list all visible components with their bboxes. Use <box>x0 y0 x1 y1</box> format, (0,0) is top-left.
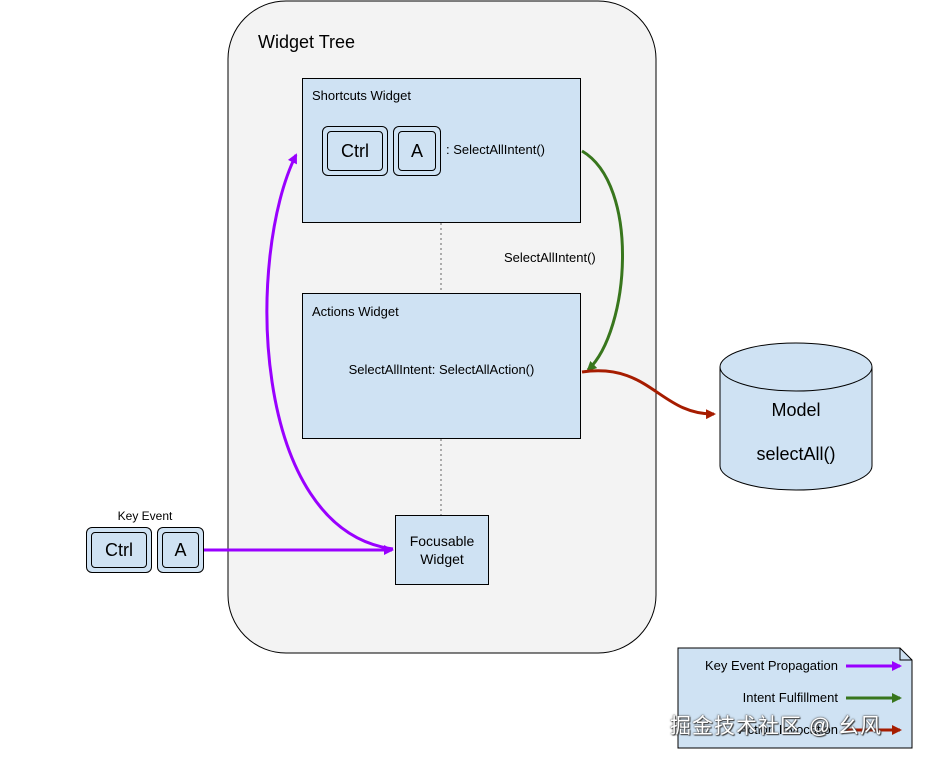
shortcuts-widget-title: Shortcuts Widget <box>312 88 411 103</box>
focusable-widget-line2: Widget <box>420 551 464 567</box>
key-event-label: Key Event <box>117 509 173 523</box>
action-mapping: SelectAllIntent: SelectAllAction() <box>348 362 535 377</box>
propagation-arrow <box>265 153 394 551</box>
shortcut-key-a-face: A <box>398 131 436 171</box>
key-event-key-ctrl-label: Ctrl <box>105 539 133 560</box>
widget-tree-title: Widget Tree <box>258 32 356 52</box>
shortcut-mapping: : SelectAllIntent() <box>446 142 545 157</box>
key-event-key-ctrl: Ctrl <box>86 527 152 573</box>
legend-label-invocation: Action Invocation <box>738 722 838 737</box>
shortcut-key-a: A <box>393 126 441 176</box>
legend-box <box>677 647 913 749</box>
focusable-widget: Focusable Widget <box>395 515 489 585</box>
model-method: selectAll() <box>756 444 836 464</box>
key-event-key-a-label: A <box>174 539 187 560</box>
legend-label-fulfillment: Intent Fulfillment <box>742 690 838 705</box>
actions-widget-title: Actions Widget <box>312 304 399 319</box>
shortcut-key-ctrl-face: Ctrl <box>327 131 383 171</box>
key-event-key-a-face: A <box>162 532 199 568</box>
shortcut-key-ctrl-label: Ctrl <box>341 140 369 161</box>
intent-fulfillment-arrow <box>581 149 624 372</box>
model-title: Model <box>771 400 821 420</box>
model-cylinder <box>719 342 873 491</box>
focusable-widget-line1: Focusable <box>409 533 475 549</box>
legend-label-propagation: Key Event Propagation <box>705 658 838 673</box>
action-invocation-arrow <box>581 369 716 420</box>
watermark: 掘金技术社区 @ 幺风 <box>670 715 882 738</box>
intent-label: SelectAllIntent() <box>504 250 596 265</box>
key-event-key-ctrl-face: Ctrl <box>91 532 147 568</box>
key-event-key-a: A <box>157 527 204 573</box>
shortcut-key-a-label: A <box>410 140 423 161</box>
shortcuts-widget: Shortcuts Widget Ctrl A : SelectAllInten… <box>302 78 581 223</box>
actions-widget: Actions Widget SelectAllIntent: SelectAl… <box>302 293 581 439</box>
shortcut-key-ctrl: Ctrl <box>322 126 388 176</box>
